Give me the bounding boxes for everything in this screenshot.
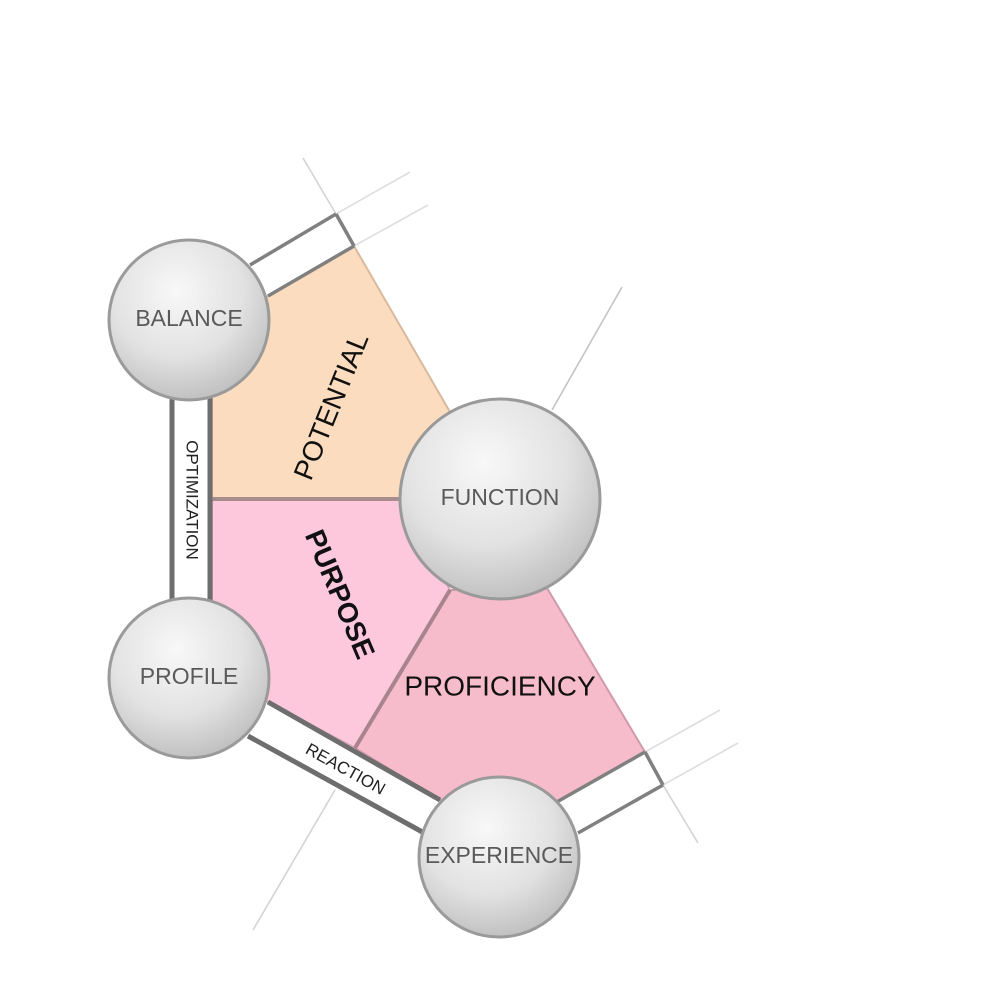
band-top [249,212,356,298]
guide-line-bottom-right [662,784,699,844]
divider-purpose-proficiency [353,588,452,750]
node-experience: EXPERIENCE [417,775,581,939]
guide-line-right-a [644,709,721,753]
node-balance: BALANCE [107,238,271,402]
band-optimization [169,398,213,602]
guide-line-top-a [335,171,411,215]
guide-line-bottom-left [252,789,336,931]
band-reaction [246,699,442,837]
guide-line-top-b [353,204,429,247]
node-label-balance: BALANCE [135,305,242,331]
node-function: FUNCTION [398,397,602,601]
region-label-proficiency: PROFICIENCY [404,670,596,701]
guide-line-function-up [551,286,623,411]
node-label-experience: EXPERIENCE [425,842,573,868]
node-label-profile: PROFILE [140,663,238,689]
node-profile: PROFILE [107,596,271,760]
guide-line-top-left [302,157,337,215]
band-label-optimization: OPTIMIZATION [183,440,202,560]
node-label-function: FUNCTION [441,484,560,510]
band-right [554,750,665,835]
guide-lines [5,157,745,931]
guide-line-right-b [662,742,739,786]
